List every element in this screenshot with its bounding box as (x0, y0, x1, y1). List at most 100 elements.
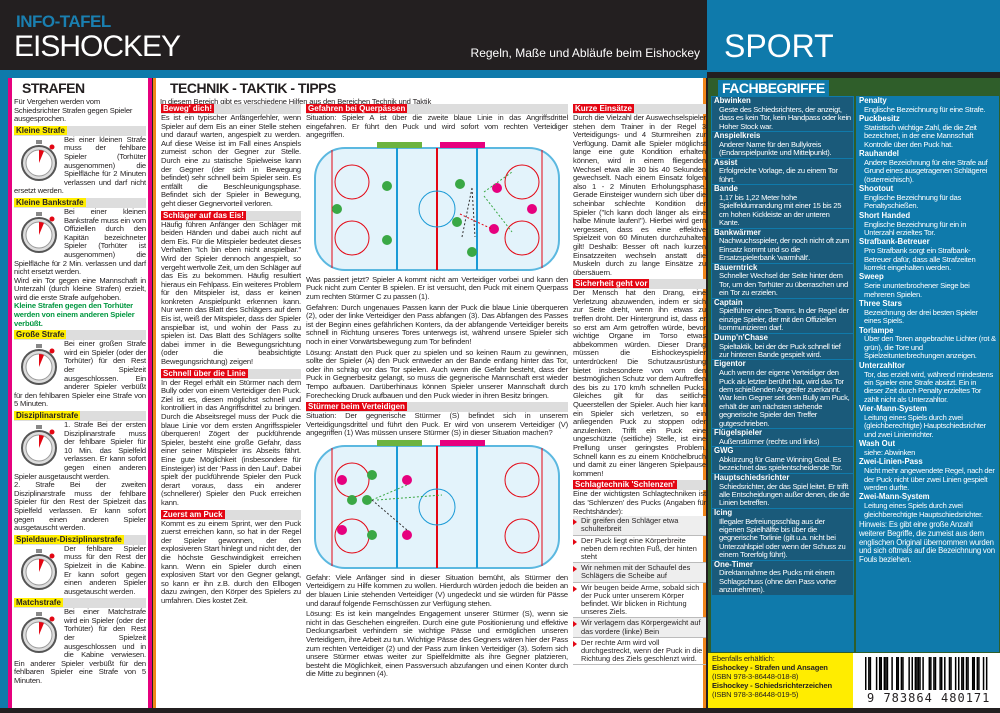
tip-title: Beweg' dich! (161, 104, 215, 113)
term-definition: Andere Bezeichnung für eine Strafe auf G… (864, 158, 988, 184)
tip-heading: Sicherheit geht vor (573, 279, 706, 290)
page-title: EISHOCKEY (14, 30, 181, 63)
tip-title: Stürmer beim Verteidigen (306, 402, 407, 412)
technik-title: TECHNIK - TAKTIK - TIPPS (166, 80, 340, 96)
also-available-label: Ebenfalls erhältlich: (712, 654, 775, 663)
product-isbn: (ISBN 978-3-86448-018-8) (712, 671, 799, 681)
term-name: Zwei-Linien-Pass (859, 457, 923, 467)
term-name: Shootout (859, 184, 894, 194)
tip-heading: Kurze Einsätze (573, 104, 706, 114)
penalty-item: Bei einer kleinen Bankstrafe muss ein vo… (14, 206, 146, 328)
product-isbn: (ISBN 978-3-86448-019-5) (712, 689, 799, 699)
term-name: One-Timer (714, 559, 753, 569)
technik-intro: In diesem Bereich gibt es verschiedene H… (160, 97, 432, 106)
technique-step: Wir verlagern das Körpergewicht auf das … (573, 618, 706, 638)
tip-heading: Stürmer beim Verteidigen (306, 402, 568, 413)
stopwatch-icon (18, 547, 60, 591)
tip-danger: Gefahren: Durch ungenaues Passen kann de… (306, 302, 568, 346)
stopwatch-icon (18, 342, 60, 386)
tip-title: Zuerst am Puck (161, 509, 225, 519)
term-definition: Leitung eines Spiels durch zwei gleichbe… (864, 501, 983, 519)
technique-step: Wir nehmen mit der Schaufel des Schläger… (573, 563, 706, 583)
stopwatch-icon (18, 423, 60, 467)
term-definition: Nicht mehr angewendete Regel, nach der d… (864, 466, 995, 492)
tip-title: Sicherheit geht vor (573, 279, 650, 289)
term-definition: Nachwuchsspieler, der noch nicht oft zum… (719, 236, 850, 263)
product-title: Eishockey - Schiedsrichterzeichen (712, 681, 832, 691)
tip-text: Durch die Vielzahl der Auswechselspieler… (573, 113, 706, 277)
term-definition: Illegaler Befreiungsschlag aus der eigen… (719, 516, 846, 560)
term-definition: Anderer Name für den Bullykreis (Endansp… (719, 139, 832, 158)
technique-step: Dir greifen den Schläger etwa schulterbr… (573, 516, 706, 536)
term-definition: Schiedsrichter, der das Spiel leitet. Er… (719, 481, 850, 508)
stopwatch-icon (18, 138, 60, 182)
term-definition: Englische Bezeichnung für das Penaltysch… (864, 193, 962, 211)
term-definition: 1,17 bis 1,22 Meter hohe Spielfeldumrand… (719, 193, 842, 228)
penalty-text-2: 2. Strafe Bei der zweiten Disziplinarstr… (14, 480, 146, 533)
term-name: Unterzahltor (859, 360, 905, 370)
penalty-heading: Matchstrafe (14, 598, 146, 609)
term-name: Penalty (859, 96, 887, 105)
penalty-heading: Große Strafe (14, 330, 146, 341)
tip-text: Eine der wichtigsten Schlagtechniken ist… (573, 489, 706, 516)
penalty-title: Kleine Bankstrafe (14, 197, 86, 207)
penalty-heading: Kleine Strafe (14, 125, 146, 136)
also-available-box: Ebenfalls erhältlich: Eishockey - Strafe… (708, 653, 853, 708)
rink-diagram (314, 439, 560, 569)
term-definition: Direktannahme des Pucks mit einem Schlag… (719, 568, 837, 595)
term-definition: Schneller Wechsel der Seite hinter dem T… (719, 271, 848, 298)
term-definition: Spieltaktik, bei der der Puck schnell ti… (719, 341, 841, 359)
penalty-text: Bei einer kleinen Bankstrafe muss ein vo… (14, 206, 146, 277)
penalty-item: Bei einer großen Strafe wird ein Spieler… (14, 339, 146, 409)
tip-title: Kurze Einsätze (573, 104, 634, 113)
tip-heading: Schnell über die Linie (161, 368, 301, 379)
term-definition: Statistisch wichtige Zahl, die die Zeit … (864, 123, 977, 149)
term-name: Sweep (859, 272, 884, 282)
strafen-title: STRAFEN (18, 80, 89, 96)
fachbegriffe-title: FACHBEGRIFFE (718, 80, 829, 96)
tip-text: Situation: Spieler A ist über die zweite… (306, 113, 568, 140)
term-definition: Bezeichnung der drei besten Spieler eine… (864, 307, 978, 326)
penalty-title: Matchstrafe (14, 598, 63, 608)
term-definition: Spielführer eines Teams. In der Regel de… (719, 306, 849, 333)
technique-step: Wir beugen beide Arme, sobald sich der P… (573, 583, 706, 619)
term-name: Short Handed (859, 210, 911, 220)
penalty-title: Disziplinarstrafe (14, 411, 81, 420)
term-name: Zwei-Mann-System (859, 492, 930, 502)
stopwatch-icon (18, 610, 60, 654)
tip-heading: Zuerst am Puck (161, 509, 301, 520)
tip-text-after: Was passiert jetzt? Spieler A kommt nich… (306, 274, 568, 301)
tip-text: In der Regel erhält ein Stürmer nach dem… (161, 377, 301, 507)
tip-text: Häufig führen Anfänger den Schläger mit … (161, 219, 302, 367)
term-definition: Leitung eines Spiels durch zwei (gleichb… (864, 412, 986, 439)
penalty-item: Der fehlbare Spieler muss für den Rest d… (14, 544, 146, 597)
term-definition: siehe: Abwinken (864, 447, 916, 457)
term-name: Puckbesitz (859, 114, 900, 124)
category-label: SPORT (724, 28, 834, 64)
barcode-number: 9 783864 480171 (867, 691, 991, 705)
term-name: Eigentor (714, 359, 746, 369)
term-name: Three Stars (859, 299, 902, 309)
penalty-text: Bei einer kleinen Strafe muss der fehlba… (14, 134, 146, 196)
